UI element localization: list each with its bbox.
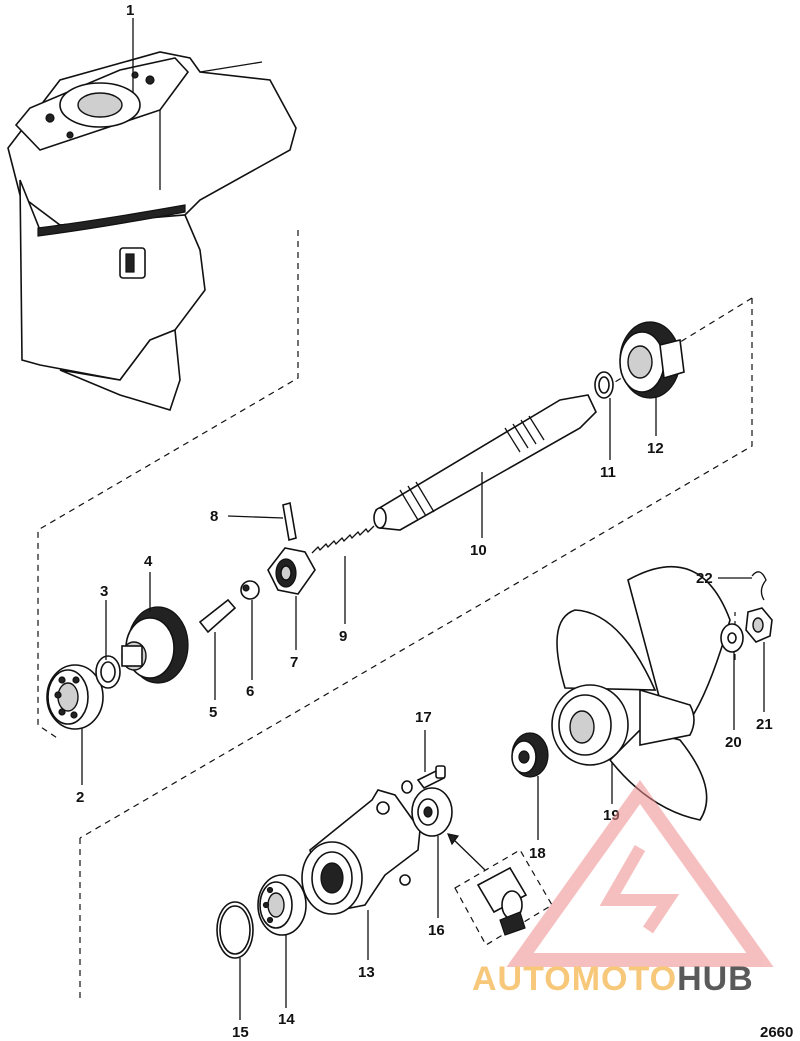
part-12-gear (619, 321, 685, 399)
callout-15: 15 (232, 1024, 249, 1041)
part-2-bearing (46, 664, 104, 730)
part-14-bearing (257, 874, 307, 936)
callout-5: 5 (209, 704, 217, 721)
callout-12: 12 (647, 440, 664, 457)
svg-text:AUTOMOTOHUB: AUTOMOTOHUB (472, 960, 754, 998)
figure-number: 2660 (760, 1024, 793, 1041)
callout-9: 9 (339, 628, 347, 645)
inset-bearing-detail (447, 833, 553, 946)
watermark-triangle (506, 779, 774, 967)
part-18-bushing (511, 732, 549, 778)
watermark-text-automoto: AUTOMOTO (472, 960, 677, 998)
callout-labels: 1 2 3 4 5 6 7 8 9 10 11 12 13 14 15 16 1… (76, 2, 793, 1041)
callout-11: 11 (600, 464, 616, 481)
assembly-boundary-upper (37, 230, 299, 741)
part-15-o-ring (216, 901, 254, 959)
watermark-text-hub: HUB (677, 960, 754, 998)
callout-21: 21 (756, 716, 773, 733)
callout-3: 3 (100, 583, 108, 600)
watermark-wordmark: AUTOMOTOHUB (472, 960, 754, 998)
part-13-bearing-carrier (301, 789, 421, 915)
part-5-pin (198, 598, 237, 634)
watermark-logo (506, 779, 774, 967)
part-3-shim (95, 655, 121, 689)
part-6-ball (240, 580, 260, 600)
part-4-gear (121, 606, 189, 684)
part-21-nut (745, 607, 773, 643)
callout-1: 1 (126, 2, 134, 19)
part-19-propeller (551, 565, 731, 821)
part-7-clutch (267, 547, 316, 595)
callout-10: 10 (470, 542, 487, 559)
callout-20: 20 (725, 734, 742, 751)
callout-17: 17 (415, 709, 432, 726)
part-17-screw (401, 765, 446, 794)
callout-16: 16 (428, 922, 445, 939)
part-16-thrust-hub (411, 787, 453, 837)
part-11-washer (594, 371, 614, 399)
part-9-spring (311, 525, 375, 554)
part-8-cross-pin (282, 501, 297, 542)
part-22-cotter-pin (751, 571, 767, 601)
callout-6: 6 (246, 683, 254, 700)
part-20-washer (720, 623, 744, 653)
assembly-boundary-middle (79, 297, 753, 839)
callout-18: 18 (529, 845, 546, 862)
callout-2: 2 (76, 789, 84, 806)
callout-4: 4 (144, 553, 153, 570)
callout-7: 7 (290, 654, 298, 671)
callout-14: 14 (278, 1011, 295, 1028)
leader-lines (81, 18, 765, 1020)
part-10-propeller-shaft (373, 394, 597, 531)
callout-13: 13 (358, 964, 375, 981)
gear-housing (7, 51, 297, 411)
callout-8: 8 (210, 508, 218, 525)
callout-22: 22 (696, 570, 713, 587)
watermark-g-mark (599, 845, 680, 934)
